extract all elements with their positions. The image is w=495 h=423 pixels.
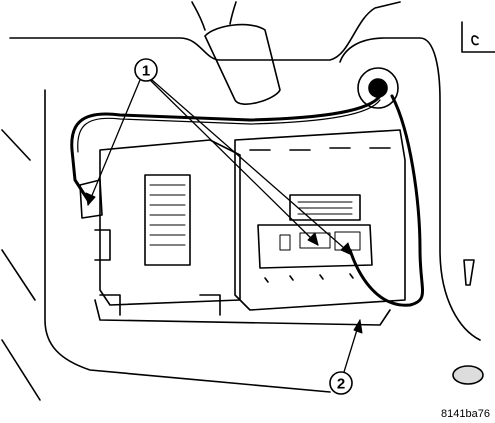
- callout-2-arrowhead: [353, 319, 363, 334]
- left-module-label-lines: [149, 184, 186, 246]
- right-module-label-lines: [297, 201, 353, 215]
- left-module: [99, 139, 241, 306]
- callout-2-circle: [329, 371, 353, 395]
- harness-plug: [204, 23, 281, 105]
- callout-1-label: 1: [142, 63, 150, 80]
- lower-panel-edge: [44, 89, 331, 393]
- right-corner-bracket: [461, 21, 495, 53]
- right-module-feet: [264, 273, 354, 283]
- body-panel-edge: [339, 37, 481, 341]
- figure-code: 8141ba76: [441, 408, 490, 420]
- wire-harness-inner: [77, 99, 381, 153]
- callout-1-circle: [134, 58, 158, 82]
- grommet: [357, 67, 399, 109]
- right-module: [234, 129, 406, 311]
- access-hole: [452, 365, 484, 385]
- callout-1-arrowheads: [85, 192, 353, 256]
- plug-strap: [191, 1, 237, 31]
- left-module-clips: [94, 229, 221, 316]
- body-panel-outline: [9, 1, 401, 61]
- module-connector-pins: [279, 231, 361, 251]
- small-slot-right: [463, 259, 475, 286]
- wire-harness: [70, 94, 382, 202]
- callout-1-leader: [87, 79, 353, 256]
- left-module-connector: [79, 179, 103, 219]
- callout-2-label: 2: [337, 376, 345, 393]
- right-module-label: [289, 194, 361, 221]
- right-module-ribs: [249, 147, 391, 151]
- knob-top-right: [471, 35, 479, 46]
- left-module-label: [144, 174, 191, 266]
- mounting-bracket: [94, 299, 391, 326]
- left-panel-line: [1, 129, 41, 401]
- module-connector: [257, 224, 373, 269]
- grommet-center: [368, 78, 388, 98]
- wire-harness-right: [348, 94, 424, 307]
